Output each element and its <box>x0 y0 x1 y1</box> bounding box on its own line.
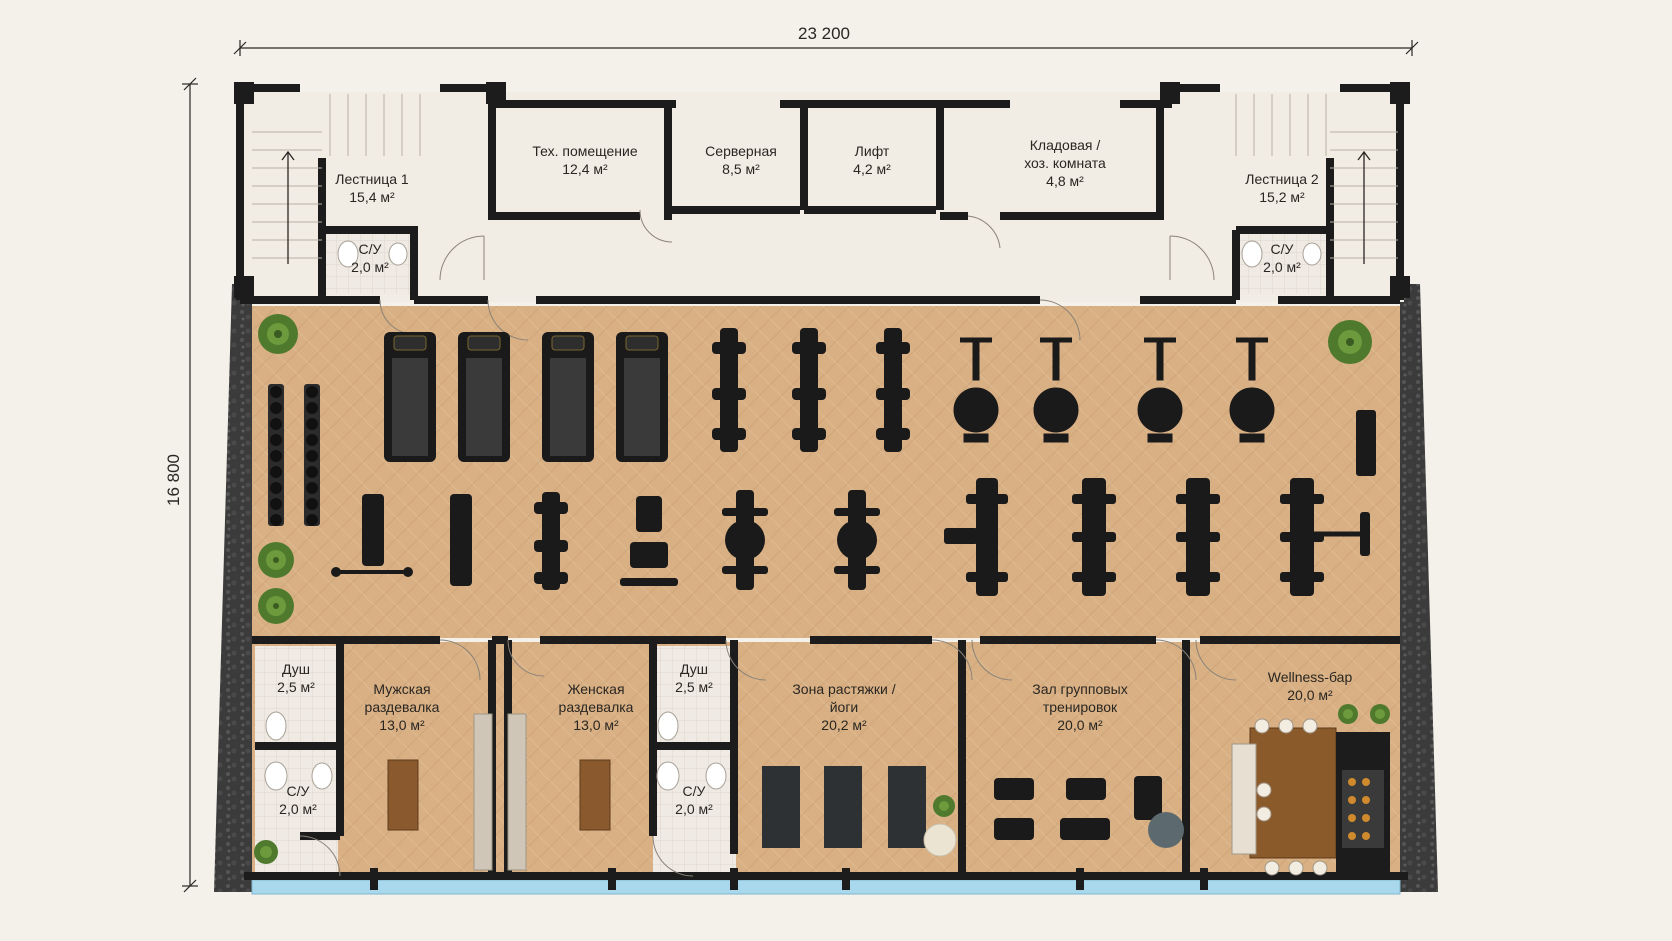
room-area: 15,4 м² <box>349 189 395 205</box>
group-training-equipment <box>994 776 1162 840</box>
dimension-width <box>233 40 1419 56</box>
room-locker-f: Женская раздевалка 13,0 м² <box>559 680 634 734</box>
locker-row-m <box>473 713 493 871</box>
room-name-line1: Женская <box>567 681 625 697</box>
room-stair-1: Лестница 1 15,4 м² <box>335 170 408 206</box>
dimension-width-label: 23 200 <box>798 24 850 43</box>
room-area: 13,0 м² <box>573 717 619 733</box>
glazing-bottom <box>251 879 1401 895</box>
room-stretch: Зона растяжки / йоги 20,2 м² <box>792 680 895 734</box>
room-name-line2: хоз. комната <box>1024 155 1106 171</box>
room-name: С/У <box>286 783 310 799</box>
room-storage: Кладовая / хоз. комната 4,8 м² <box>1024 136 1106 190</box>
stone-wall-left <box>214 284 252 892</box>
room-area: 2,0 м² <box>351 259 389 275</box>
rowers-top <box>712 328 910 452</box>
treadmills <box>384 332 668 462</box>
dimension-height-label: 16 800 <box>164 454 183 506</box>
structural-columns <box>234 82 1410 298</box>
room-lift: Лифт 4,2 м² <box>853 142 891 178</box>
door-swings <box>299 209 1237 877</box>
room-wc-f: С/У 2,0 м² <box>675 782 713 818</box>
benches <box>331 494 472 586</box>
room-area: 12,4 м² <box>562 161 608 177</box>
exercise-bikes <box>953 337 1275 443</box>
wall-bench <box>1356 410 1376 476</box>
room-area: 2,5 м² <box>277 679 315 695</box>
wellness-bar-counter <box>1231 718 1390 878</box>
room-area: 2,0 м² <box>675 801 713 817</box>
dumbbell-racks <box>268 384 320 526</box>
room-name: Лифт <box>854 143 890 159</box>
room-name: Серверная <box>705 143 777 159</box>
room-name: Wellness-бар <box>1267 669 1353 685</box>
stair-arrow-1 <box>281 150 295 264</box>
room-name: Тех. помещение <box>532 143 638 159</box>
room-area: 20,2 м² <box>821 717 867 733</box>
room-wc-m: С/У 2,0 м² <box>279 782 317 818</box>
room-area: 2,5 м² <box>675 679 713 695</box>
yoga-ball <box>923 823 957 857</box>
room-name: С/У <box>682 783 706 799</box>
room-stair-2: Лестница 2 15,2 м² <box>1245 170 1318 206</box>
room-name: С/У <box>1270 241 1294 257</box>
room-wc-right-top: С/У 2,0 м² <box>1263 240 1301 276</box>
locker-row-f <box>507 713 527 871</box>
fitness-ball <box>1148 812 1184 848</box>
treadmill <box>458 332 510 462</box>
service-zone-floor <box>244 92 1404 302</box>
treadmill <box>616 332 668 462</box>
room-name-line1: Мужская <box>373 681 431 697</box>
window-mullions <box>370 868 1208 890</box>
room-name-line2: раздевалка <box>558 699 634 715</box>
locker-bench-f <box>579 759 611 831</box>
room-area: 8,5 м² <box>722 161 760 177</box>
room-tech: Тех. помещение 12,4 м² <box>532 142 637 178</box>
plants <box>254 314 1390 864</box>
room-area: 4,2 м² <box>853 161 891 177</box>
room-area: 15,2 м² <box>1259 189 1305 205</box>
room-area: 13,0 м² <box>379 717 425 733</box>
room-shower-f: Душ 2,5 м² <box>675 660 713 696</box>
stair-arrow-2 <box>1357 150 1371 264</box>
room-area: 4,8 м² <box>1046 173 1084 189</box>
sanitary-fixtures <box>264 240 1322 791</box>
treadmill <box>384 332 436 462</box>
room-name: Лестница 2 <box>1245 171 1319 187</box>
room-wc-left-top: С/У 2,0 м² <box>351 240 389 276</box>
tile-floor-f <box>653 646 736 874</box>
room-area: 2,0 м² <box>1263 259 1301 275</box>
room-name: С/У <box>358 241 382 257</box>
room-shower-m: Душ 2,5 м² <box>277 660 315 696</box>
room-area: 20,0 м² <box>1287 687 1333 703</box>
room-name-line1: Кладовая / <box>1029 137 1101 153</box>
room-name: Лестница 1 <box>335 171 409 187</box>
treadmill <box>542 332 594 462</box>
room-area: 20,0 м² <box>1057 717 1103 733</box>
room-name: Душ <box>281 661 311 677</box>
room-area: 2,0 м² <box>279 801 317 817</box>
room-name: Душ <box>679 661 709 677</box>
room-locker-m: Мужская раздевалка 13,0 м² <box>365 680 440 734</box>
room-group: Зал групповых тренировок 20,0 м² <box>1032 680 1127 734</box>
room-wellness-bar: Wellness-бар 20,0 м² <box>1268 668 1352 704</box>
stone-wall-right <box>1400 284 1438 892</box>
room-name-line1: Зона растяжки / <box>792 681 896 697</box>
room-name-line1: Зал групповых <box>1032 681 1128 697</box>
stair-steps-1 <box>252 94 421 259</box>
strength-machines <box>534 478 1370 596</box>
room-name-line2: тренировок <box>1042 699 1118 715</box>
room-name-line2: раздевалка <box>364 699 440 715</box>
room-name-line2: йоги <box>829 699 859 715</box>
locker-bench-m <box>387 759 419 831</box>
walls <box>236 84 1408 880</box>
dimension-height <box>182 77 198 893</box>
room-server: Серверная 8,5 м² <box>705 142 777 178</box>
yoga-mats <box>762 766 926 848</box>
